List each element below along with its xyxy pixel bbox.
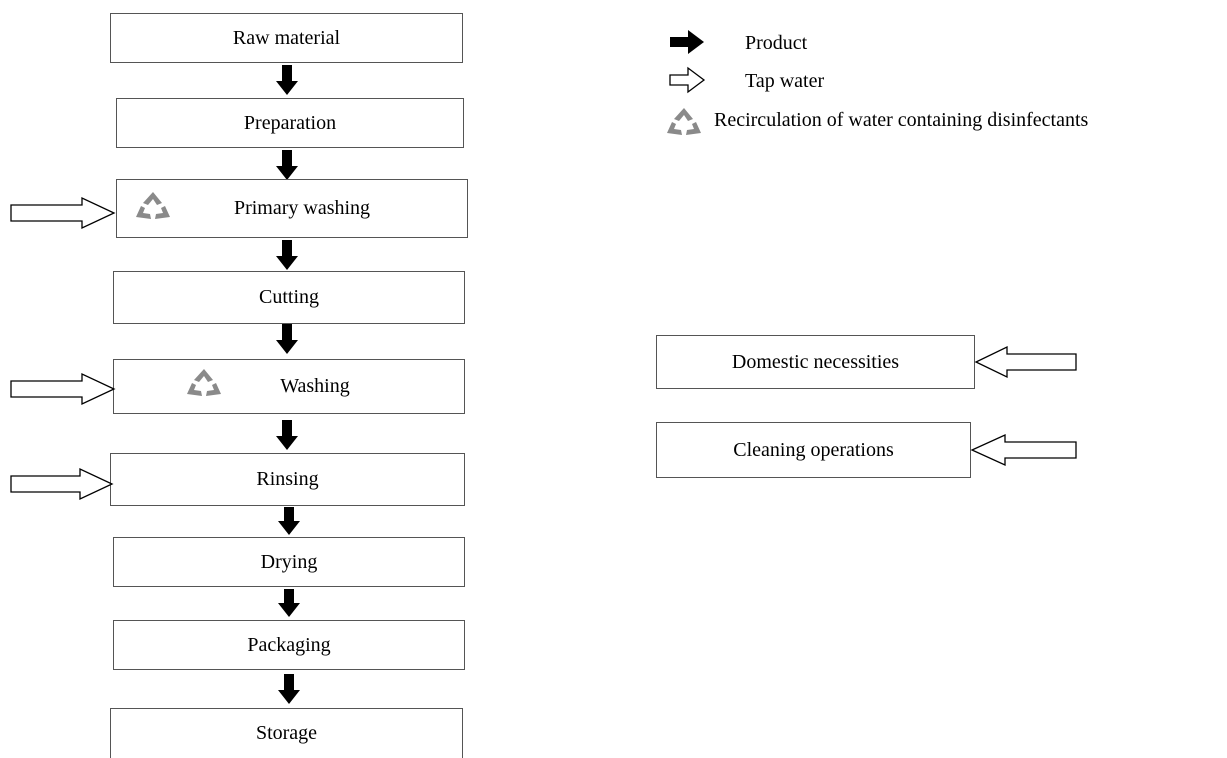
step-label: Packaging [247, 633, 331, 656]
legend-tap-water-label: Tap water [745, 70, 825, 92]
tap-water-inlet-arrow-icon [10, 467, 114, 501]
use-cleaning-operations: Cleaning operations [656, 422, 971, 478]
step-label: Drying [260, 550, 318, 573]
tap-water-inlet-arrow-icon [10, 196, 116, 230]
step-label: Raw material [232, 26, 341, 49]
legend-tap-water-arrow-icon [669, 66, 706, 94]
step-label: Storage [255, 722, 318, 744]
step-rinsing: Rinsing [110, 453, 465, 506]
product-arrow-icon [276, 420, 298, 450]
legend-recycle-icon [667, 108, 701, 135]
step-label: Primary washing [233, 197, 371, 219]
step-drying: Drying [113, 537, 465, 587]
step-washing: Washing [113, 359, 465, 414]
recycle-icon [187, 369, 221, 396]
use-domestic-necessities: Domestic necessities [656, 335, 975, 389]
product-arrow-icon [276, 324, 298, 354]
step-packaging: Packaging [113, 620, 465, 670]
product-arrow-icon [278, 589, 300, 617]
use-label: Cleaning operations [733, 438, 894, 461]
step-primary-washing: Primary washing [116, 179, 468, 238]
legend-product-arrow-icon [670, 30, 704, 54]
product-arrow-icon [276, 65, 298, 95]
use-label: Domestic necessities [731, 350, 900, 373]
product-arrow-icon [278, 674, 300, 704]
tap-water-inlet-arrow-icon [970, 433, 1077, 467]
recycle-icon [136, 192, 170, 219]
step-preparation: Preparation [116, 98, 464, 148]
tap-water-inlet-arrow-icon [10, 372, 116, 406]
step-label: Preparation [243, 111, 337, 134]
step-storage: Storage [110, 708, 463, 758]
step-label: Rinsing [256, 468, 319, 490]
step-raw-material: Raw material [110, 13, 463, 63]
step-cutting: Cutting [113, 271, 465, 324]
step-label: Washing [280, 375, 350, 397]
legend-recirculation-label: Recirculation of water containing disinf… [714, 109, 1089, 131]
tap-water-inlet-arrow-icon [974, 345, 1077, 379]
product-arrow-icon [276, 150, 298, 180]
product-arrow-icon [276, 240, 298, 270]
product-arrow-icon [278, 507, 300, 535]
step-label: Cutting [258, 286, 319, 308]
legend-product-label: Product [745, 32, 808, 54]
